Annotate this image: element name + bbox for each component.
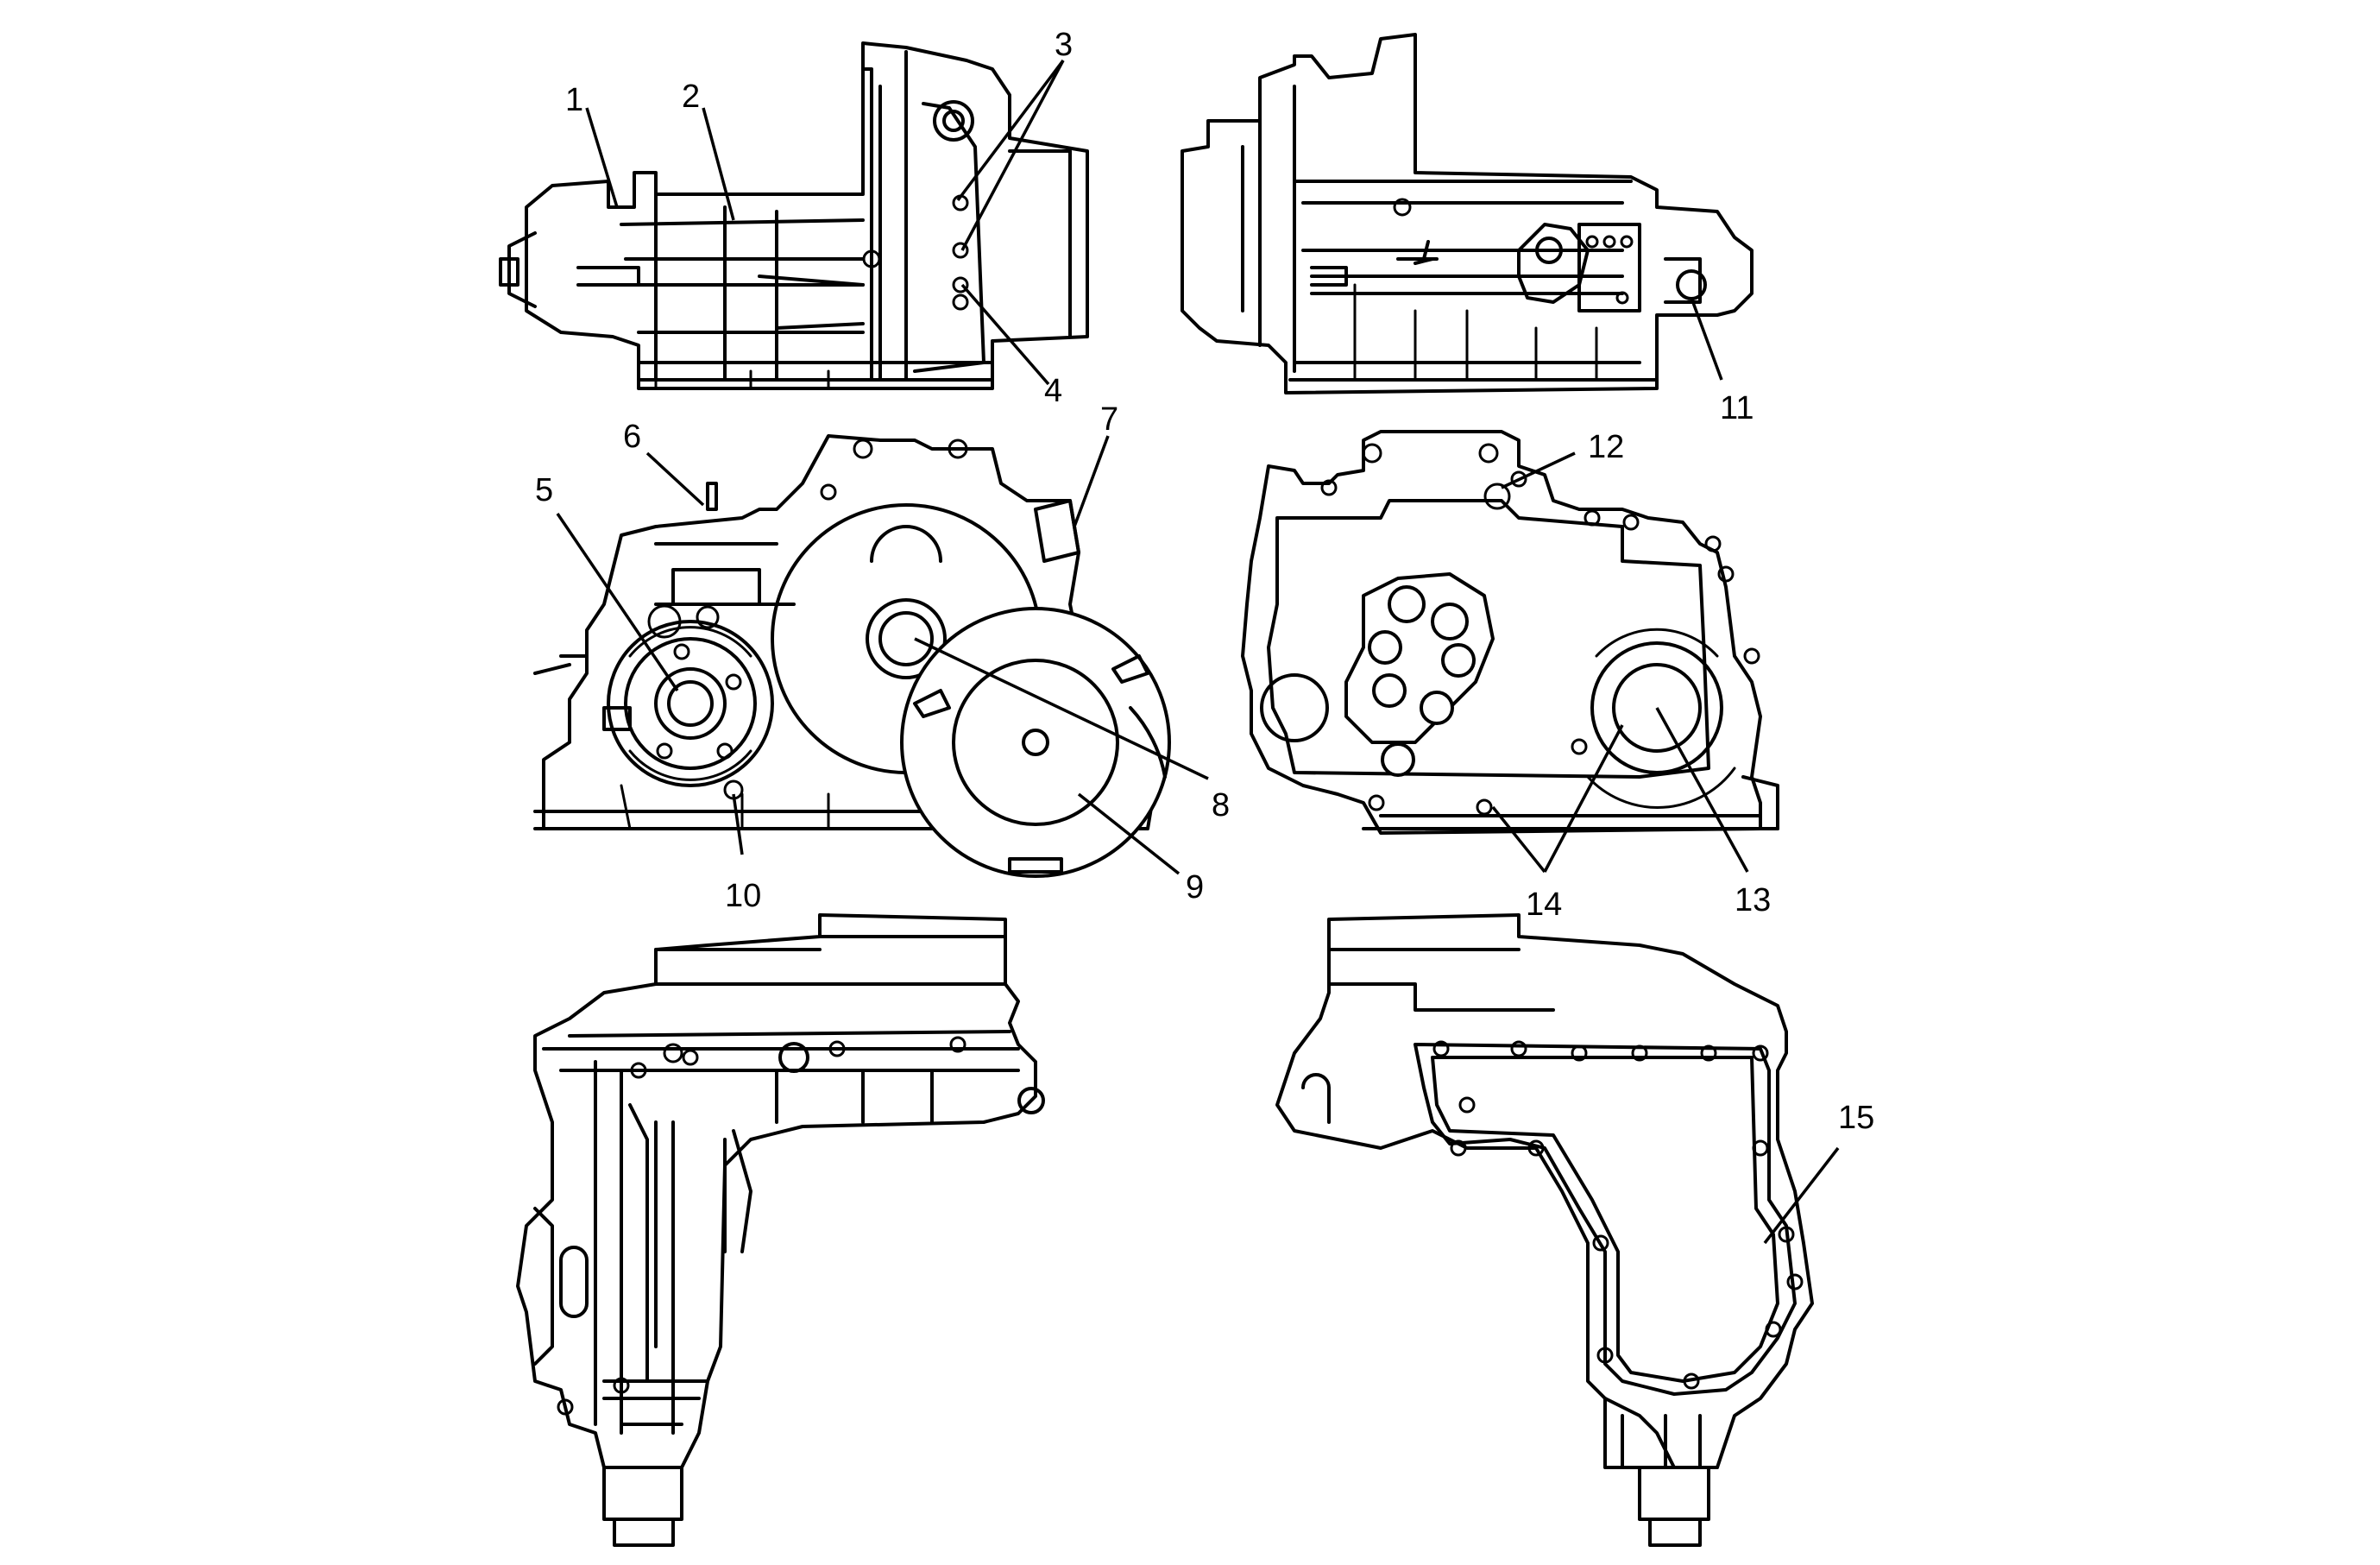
- leader-2: [702, 107, 735, 221]
- leader-11: [1690, 297, 1723, 381]
- leader-3a: [956, 59, 1065, 202]
- callout-6: 6: [623, 419, 641, 455]
- leader-6: [645, 451, 705, 507]
- callout-10: 10: [725, 878, 761, 914]
- callout-7: 7: [1100, 401, 1118, 438]
- callout-2: 2: [682, 79, 700, 115]
- callout-3: 3: [1055, 27, 1073, 63]
- leader-4: [960, 283, 1050, 386]
- leader-8: [914, 637, 1209, 780]
- callout-1: 1: [565, 82, 583, 118]
- leader-13: [1655, 707, 1749, 873]
- leader-5: [556, 513, 679, 691]
- callout-labels: 1 2 3 4 5 6 7 8 9 10 11 12 13 14 15: [535, 27, 1874, 1136]
- leader-7: [1073, 435, 1110, 527]
- leader-lines: [556, 59, 1840, 1245]
- callout-8: 8: [1212, 787, 1230, 824]
- leader-9: [1077, 792, 1181, 875]
- view-bottom-right: [1275, 913, 1814, 1547]
- callout-15: 15: [1838, 1100, 1874, 1136]
- callout-11: 11: [1720, 390, 1754, 426]
- callout-5: 5: [535, 472, 553, 508]
- leader-15: [1763, 1146, 1840, 1245]
- leader-10: [732, 793, 744, 855]
- callout-12: 12: [1588, 429, 1624, 465]
- callout-9: 9: [1186, 869, 1204, 906]
- callout-13: 13: [1735, 882, 1771, 918]
- callout-14: 14: [1526, 887, 1562, 923]
- leader-3b: [960, 60, 1065, 251]
- leader-14b: [1543, 724, 1624, 873]
- view-left-end: [533, 434, 1171, 878]
- leader-12: [1501, 451, 1576, 489]
- view-bottom-left: [516, 913, 1045, 1547]
- view-left-side: [499, 41, 1089, 390]
- view-right-end: [1241, 430, 1779, 835]
- view-right-side: [1181, 33, 1754, 394]
- callout-4: 4: [1044, 373, 1062, 409]
- leader-1: [585, 107, 619, 208]
- leader-14a: [1491, 805, 1546, 874]
